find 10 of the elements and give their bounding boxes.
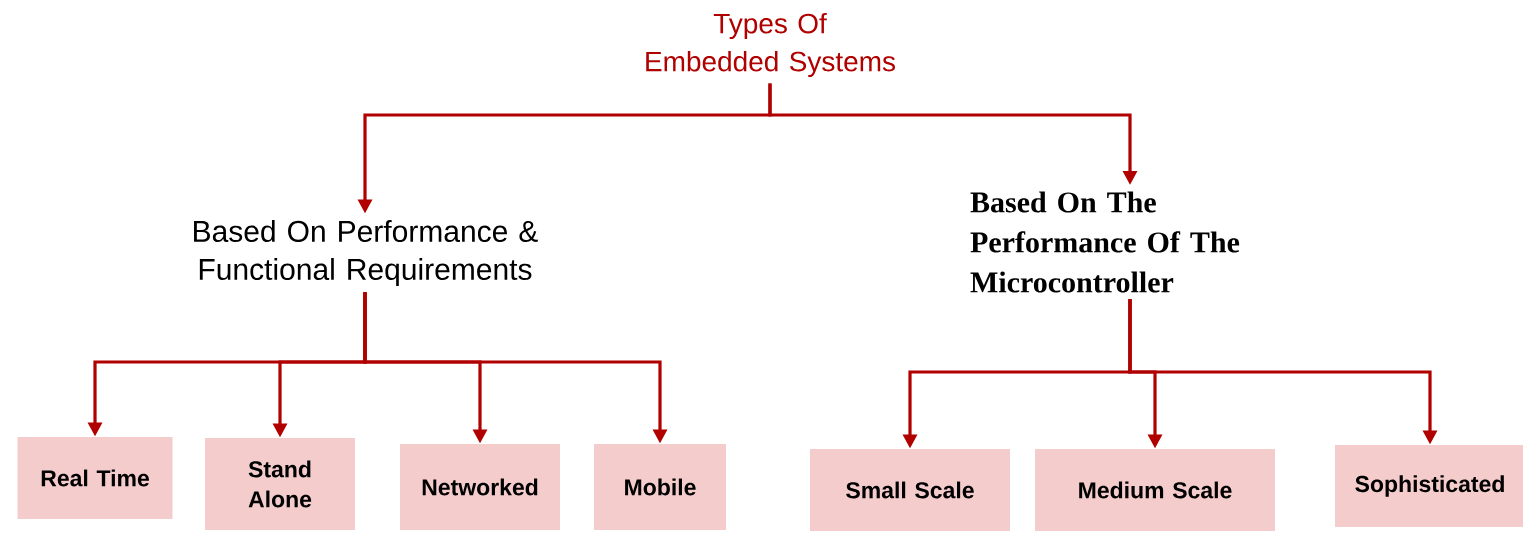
category-label: Based On The Performance Of The Microcontroller — [970, 191, 1240, 293]
category-box: Sophisticated — [1335, 445, 1523, 527]
category-box: Mobile — [594, 444, 726, 530]
category-box: Small Scale — [810, 449, 1010, 531]
heading: Types Of Embedded Systems — [646, 12, 895, 77]
category-box: Stand Alone — [205, 438, 355, 530]
category-box: Networked — [400, 444, 560, 530]
category-box: Medium Scale — [1035, 449, 1275, 531]
category-box: Real Time — [17, 437, 173, 519]
category-label: Based On Performance & Functional Requirements — [194, 220, 538, 286]
